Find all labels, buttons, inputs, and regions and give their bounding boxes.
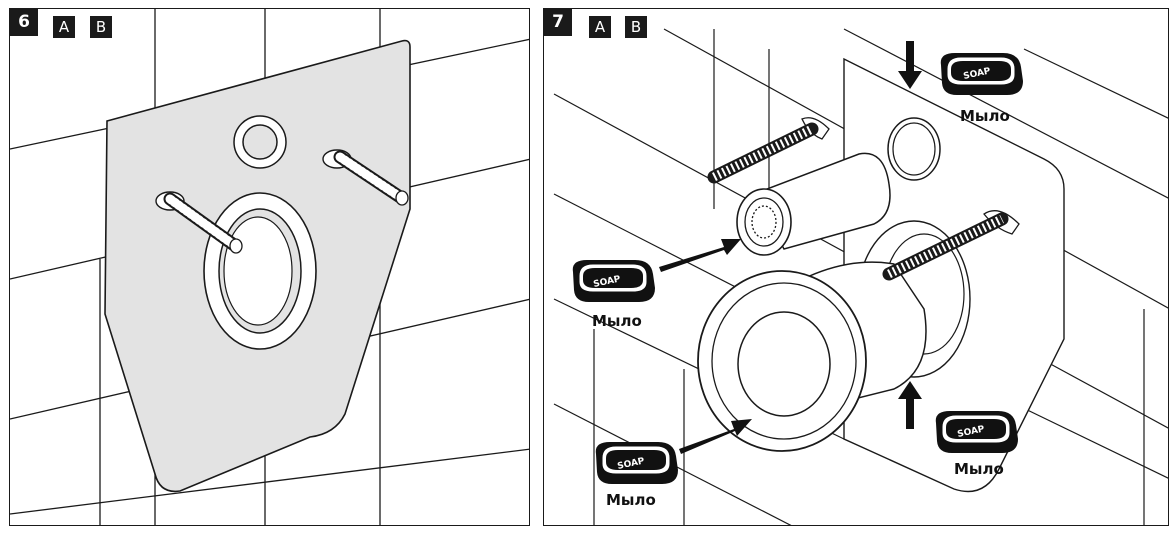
arrow-to-inlet <box>659 239 741 272</box>
water-inlet-connector <box>736 152 891 256</box>
soap-bar-left: SOAP <box>572 259 656 303</box>
arrow-to-flange <box>898 381 922 429</box>
variant-badge-b: B <box>90 16 112 38</box>
step-7-illustration: SOAP SOAP SOAP SOAP <box>553 28 1168 525</box>
soap-label-top-right: Мыло <box>960 107 1010 125</box>
arrow-to-drain <box>679 419 752 454</box>
small-pipe-hole <box>233 115 287 169</box>
step-6-illustration <box>10 9 529 525</box>
arrow-to-seal <box>898 41 922 89</box>
o-ring-seal <box>887 117 941 181</box>
step-6-panel: 6 A B <box>9 8 530 526</box>
soap-label-bottom-right: Мыло <box>954 460 1004 478</box>
step-number: 7 <box>544 9 572 36</box>
variant-badge-a: A <box>589 16 611 38</box>
right-stud-bolt <box>322 149 409 206</box>
front-stud-bolt <box>882 210 1020 281</box>
soap-label-left: Мыло <box>592 312 642 330</box>
left-stud-bolt <box>155 191 243 254</box>
soap-bar-top-right: SOAP <box>940 52 1024 96</box>
step-number: 6 <box>10 9 38 36</box>
back-stud-bolt <box>707 117 830 184</box>
drain-pipe-connector <box>697 261 927 452</box>
soap-bar-bottom-left: SOAP <box>595 441 679 485</box>
variant-badge-a: A <box>53 16 75 38</box>
step-7-panel: SOAP SOAP SOAP SOAP 7 A B Мыло Мыло Мыло… <box>543 8 1169 526</box>
direction-arrows <box>659 41 922 454</box>
soap-bar-bottom-right: SOAP <box>935 410 1019 454</box>
large-pipe-hole <box>203 192 317 350</box>
variant-badge-b: B <box>625 16 647 38</box>
soap-label-bottom-left: Мыло <box>606 491 656 509</box>
